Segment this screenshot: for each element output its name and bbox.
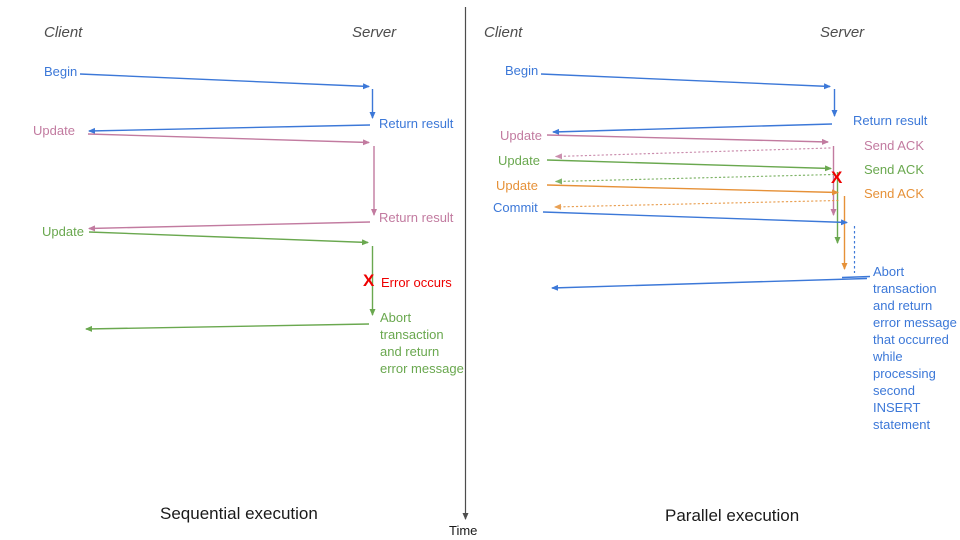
par-update-1-label: Update: [500, 128, 542, 143]
par-commit-request-line: [542, 211, 848, 226]
par-begin-label: Begin: [505, 63, 539, 78]
par-update1-request-line: [546, 134, 829, 145]
seq-update-1-label: Update: [33, 123, 75, 138]
par-send-ack-3-label: Send ACK: [864, 186, 924, 201]
seq-return-result-2-label: Return result: [379, 210, 454, 225]
par-server-header: Server: [820, 24, 865, 41]
seq-return-result-1-label: Return result: [379, 116, 454, 131]
par-ack3-dotted-line: [554, 199, 839, 210]
par-client-header: Client: [484, 24, 523, 41]
par-update3-request-line: [546, 184, 839, 196]
par-ack2-dotted-line: [555, 173, 835, 185]
par-begin-return-line: [552, 123, 833, 135]
seq-server-header: Server: [352, 24, 397, 41]
seq-client-header: Client: [44, 24, 83, 41]
par-abort-message: Abort transaction and return error messa…: [873, 264, 957, 432]
time-axis-label: Time: [449, 523, 478, 538]
par-server-tick-line: [841, 275, 871, 279]
seq-abort-message: Abort transaction and return error messa…: [380, 310, 464, 376]
par-ack1-dotted-line: [555, 147, 831, 160]
par-begin-request-line: [540, 73, 831, 90]
seq-update1-request-line: [87, 133, 370, 146]
seq-abort-return-line: [85, 323, 370, 332]
par-caption: Parallel execution: [665, 506, 800, 525]
seq-update2-request-line: [88, 231, 369, 246]
par-commit-label: Commit: [493, 200, 538, 215]
seq-update1-return-line: [88, 221, 371, 232]
seq-begin-request-line: [79, 73, 370, 90]
par-send-ack-1-label: Send ACK: [864, 138, 924, 153]
par-update-3-label: Update: [496, 178, 538, 193]
par-abort-return-line: [551, 277, 868, 291]
seq-error-x-icon: X: [363, 271, 375, 290]
par-error-x-icon: X: [831, 168, 843, 187]
seq-caption: Sequential execution: [160, 504, 318, 523]
par-return-result-label: Return result: [853, 113, 928, 128]
seq-error-occurs-label: Error occurs: [381, 275, 452, 290]
par-update-2-label: Update: [498, 153, 540, 168]
par-send-ack-2-label: Send ACK: [864, 162, 924, 177]
seq-begin-return-line: [88, 124, 371, 134]
seq-begin-label: Begin: [44, 64, 78, 79]
seq-update-2-label: Update: [42, 224, 84, 239]
par-update2-request-line: [546, 159, 832, 172]
